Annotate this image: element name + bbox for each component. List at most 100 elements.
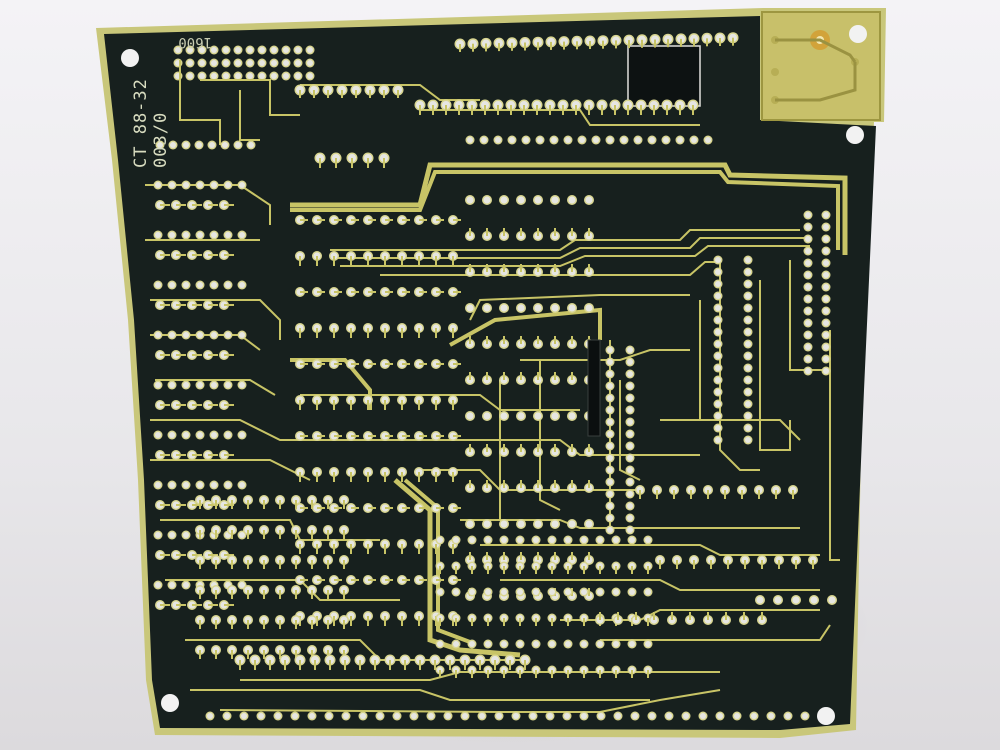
solder-joint [551,304,559,312]
solder-joint [717,713,723,719]
solder-joint [169,182,175,188]
solder-joint [627,479,633,485]
solder-joint [613,537,619,543]
solder-joint [462,713,468,719]
solder-joint [805,212,811,218]
solder-joint [211,182,217,188]
solder-joint [823,368,829,374]
solder-joint [598,713,604,719]
solder-joint [496,713,502,719]
solder-joint [805,320,811,326]
solder-joint [745,437,751,443]
solder-joint [627,371,633,377]
solder-joint [183,482,189,488]
solder-joint [309,713,315,719]
solder-joint [469,641,475,647]
solder-joint [627,467,633,473]
solder-joint [607,443,613,449]
solder-joint [411,713,417,719]
solder-joint [258,713,264,719]
solder-joint [343,713,349,719]
solder-joint [169,582,175,588]
solder-joint [745,353,751,359]
solder-joint [805,368,811,374]
solder-joint [805,308,811,314]
solder-joint [283,60,289,66]
solder-joint [197,232,203,238]
solder-joint [295,60,301,66]
solder-joint [197,182,203,188]
solder-joint [581,537,587,543]
solder-joint [537,137,543,143]
solder-joint [585,196,593,204]
solder-joint [211,382,217,388]
solder-joint [428,713,434,719]
mounting-hole [846,126,864,144]
solder-joint [607,407,613,413]
solder-joint [635,137,641,143]
solder-joint [187,47,193,53]
solder-joint [823,332,829,338]
mounting-hole [161,694,179,712]
silkscreen-label: CT 88-32 003/0 [131,78,171,168]
solder-joint [169,432,175,438]
solder-joint [155,332,161,338]
solder-joint [615,713,621,719]
silkscreen-line2: 003/0 [151,112,171,168]
solder-joint [239,232,245,238]
mounting-hole [121,49,139,67]
solder-joint [513,713,519,719]
solder-joint [549,641,555,647]
solder-joint [197,382,203,388]
solder-joint [627,347,633,353]
solder-joint [607,503,613,509]
solder-joint [155,532,161,538]
solder-joint [579,137,585,143]
solder-joint [627,527,633,533]
solder-joint [568,196,576,204]
solder-joint [551,520,559,528]
solder-joint [239,332,245,338]
solder-joint [607,371,613,377]
solder-joint [197,332,203,338]
solder-joint [581,589,587,595]
solder-joint [613,589,619,595]
solder-joint [199,60,205,66]
solder-joint [629,641,635,647]
mounting-hole [817,707,835,725]
solder-joint [627,383,633,389]
solder-joint [607,359,613,365]
solder-joint [445,713,451,719]
solder-joint [211,60,217,66]
solder-joint [169,382,175,388]
solder-joint [211,47,217,53]
solder-joint [745,401,751,407]
solder-joint [627,515,633,521]
solder-joint [225,182,231,188]
solder-joint [225,332,231,338]
solder-joint [581,713,587,719]
solder-joint [534,520,542,528]
solder-joint [632,713,638,719]
solder-joint [225,432,231,438]
solder-joint [805,284,811,290]
solder-joint [629,537,635,543]
solder-joint [183,182,189,188]
solder-joint [533,589,539,595]
solder-joint [307,47,313,53]
solder-joint [271,60,277,66]
solder-joint [483,412,491,420]
solder-joint [307,60,313,66]
silkscreen-rev: 1600 [178,34,212,50]
solder-joint [607,479,613,485]
solder-joint [500,412,508,420]
solder-joint [466,304,474,312]
solder-joint [627,491,633,497]
solder-joint [745,377,751,383]
solder-joint [196,142,202,148]
solder-joint [549,537,555,543]
solder-joint [568,520,576,528]
solder-joint [785,713,791,719]
solder-joint [627,407,633,413]
solder-joint [745,329,751,335]
